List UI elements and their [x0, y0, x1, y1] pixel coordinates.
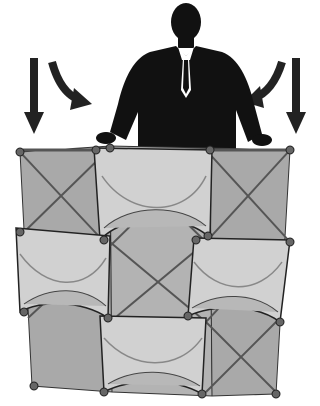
arrow-left-down-icon	[24, 58, 44, 134]
person-silhouette	[96, 3, 272, 150]
pocket-panel-top-center	[94, 148, 212, 240]
pocket-panel-middle-left	[16, 228, 110, 318]
pocket-panel-middle-right	[188, 238, 290, 322]
curved-arrow-left-icon	[52, 62, 92, 110]
arrow-right-down-icon	[286, 58, 306, 134]
pocket-panel-bottom-center	[100, 316, 206, 394]
